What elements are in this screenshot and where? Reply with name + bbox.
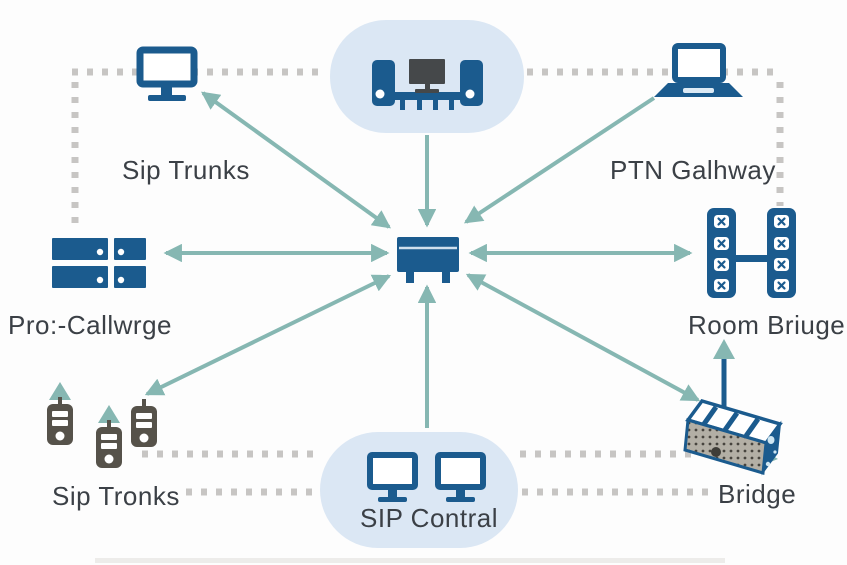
device-button xyxy=(711,447,721,457)
label-sip-tronks: Sip Tronks xyxy=(52,481,180,511)
arrow-phones-hub xyxy=(144,274,392,396)
arrow-hub-bridgedevice xyxy=(465,273,701,402)
port-sockets xyxy=(714,215,789,292)
up-arrow-icon xyxy=(49,382,71,400)
desktop-monitor-icon xyxy=(136,46,198,101)
arrow-links xyxy=(144,91,701,428)
antenna-up-arrow-icon xyxy=(713,339,735,359)
laptop-icon xyxy=(654,43,743,97)
speaker-rack-icon xyxy=(372,59,483,110)
router-box-icon xyxy=(683,339,783,476)
server-stack-icon xyxy=(52,238,146,288)
arrow-desktop-hub xyxy=(201,91,391,229)
label-ptn-gateway: PTN Galhway xyxy=(610,155,776,185)
arrow-laptop-hub xyxy=(463,96,656,224)
label-sip-central: SIP Contral xyxy=(360,503,498,533)
label-bridge: Bridge xyxy=(718,479,796,509)
dotted-links xyxy=(71,68,784,496)
phone-tower-icon xyxy=(47,382,157,468)
network-switch-icon xyxy=(397,237,459,283)
device-side-face xyxy=(761,420,782,476)
label-sip-trunks: Sip Trunks xyxy=(122,155,250,185)
port-tower-icon xyxy=(707,208,796,298)
bottom-edge-smudge xyxy=(95,558,725,563)
dual-monitor-icon xyxy=(367,452,486,502)
label-pro-callwrge: Pro:-Callwrge xyxy=(8,310,172,340)
up-arrow-icon xyxy=(98,405,120,423)
label-room-bridge: Room Briuge xyxy=(688,310,845,340)
small-monitor-icon xyxy=(409,59,445,93)
